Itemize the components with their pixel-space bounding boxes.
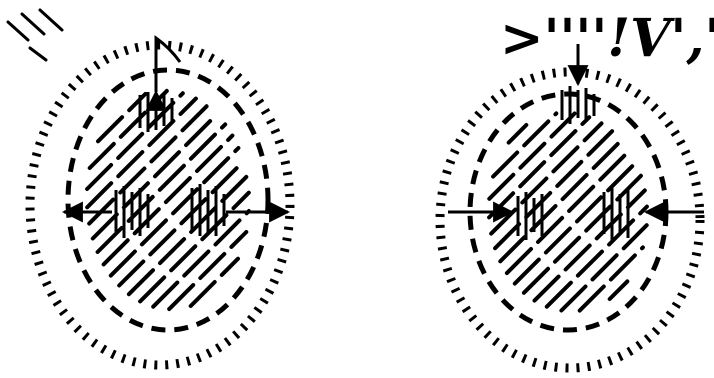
- hatch-stroke: [180, 93, 182, 95]
- hatch-stroke: [234, 193, 249, 208]
- hatch-stroke: [231, 232, 246, 247]
- hatch-stroke: [555, 113, 556, 114]
- hatch-stroke: [642, 247, 643, 248]
- hatch-stroke: [222, 259, 238, 275]
- hatch-stroke: [640, 207, 647, 214]
- hatch-stroke: [228, 136, 232, 140]
- right-panel: >''''!V','0: [440, 8, 714, 368]
- hatch-stroke: [610, 281, 628, 299]
- diagonal-hatching: [489, 113, 647, 310]
- left-panel: [30, 38, 290, 365]
- hatch-stroke: [235, 148, 238, 151]
- hatch-stroke: [98, 117, 122, 141]
- hatch-stroke: [585, 123, 602, 140]
- hatch-stroke: [222, 124, 225, 127]
- hatch-stroke: [181, 99, 196, 114]
- hatch-stroke: [628, 190, 645, 207]
- hatch-stroke: [129, 94, 145, 110]
- hatch-stroke: [509, 125, 527, 143]
- corner-strokes: [8, 10, 62, 60]
- figure-label: >''''!V','0: [500, 8, 714, 69]
